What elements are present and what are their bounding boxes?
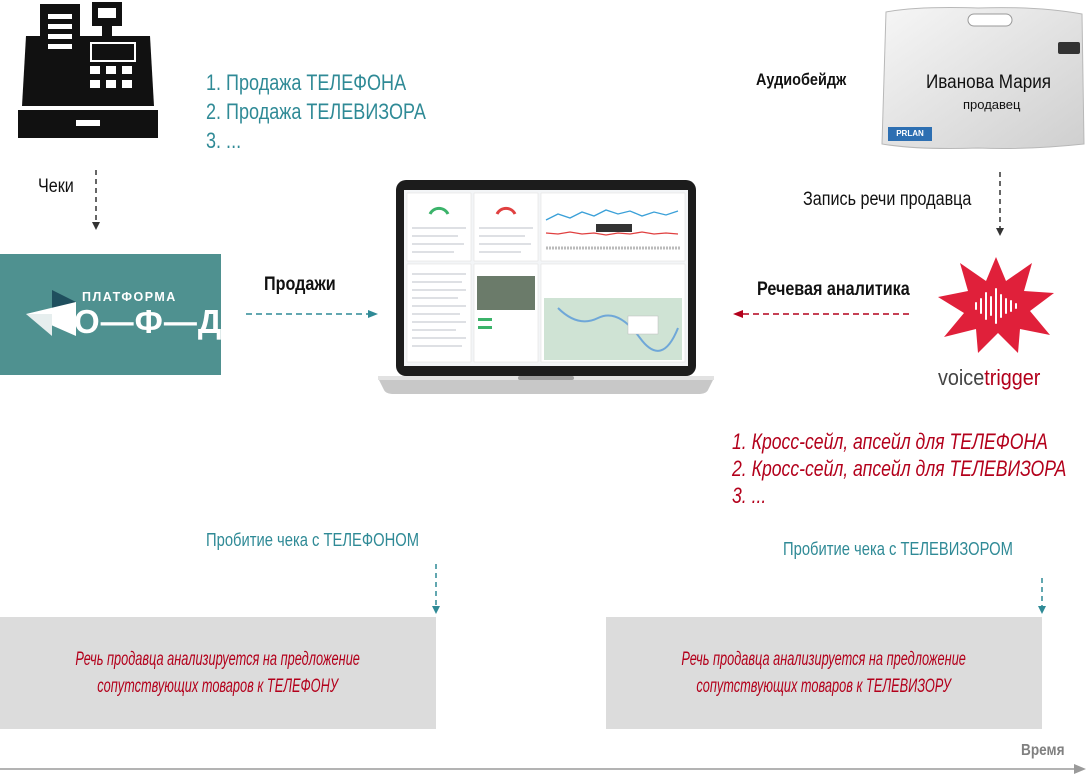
sales-list-item: 2. Продажа ТЕЛЕВИЗОРА — [206, 99, 426, 124]
checks-label: Чеки — [38, 176, 74, 197]
voicetrigger-burst-icon — [938, 257, 1054, 353]
checks-arrow — [92, 170, 100, 230]
tv-analysis-box: Речь продавца анализируется на предложен… — [606, 617, 1042, 729]
audio-badge — [881, 7, 1085, 149]
check-tv-arrow — [1038, 578, 1046, 614]
ofd-big-text: О—Ф—Д — [74, 303, 223, 340]
cross-sell-list: 1. Кросс-сейл, апсейл для ТЕЛЕФОНА 2. Кр… — [732, 428, 1088, 509]
time-axis — [0, 764, 1086, 774]
sales-list-item: 1. Продажа ТЕЛЕФОНА — [206, 70, 407, 95]
tv-analysis-line: сопутствующих товаров к ТЕЛЕВИЗОРУ — [696, 676, 952, 697]
speech-analytics-arrow — [733, 310, 909, 318]
voicetrigger-logo: voicetrigger — [938, 365, 1040, 391]
speech-record-arrow — [996, 172, 1004, 236]
sales-label: Продажи — [264, 274, 336, 295]
speech-analytics-label: Речевая аналитика — [757, 279, 910, 300]
tv-analysis-line: Речь продавца анализируется на предложен… — [681, 649, 967, 670]
ofd-triangle-icon — [26, 290, 76, 336]
time-label: Время — [1021, 742, 1065, 759]
audiobadge-label: Аудиобейдж — [756, 70, 847, 89]
sales-arrow — [246, 310, 378, 318]
badge-brand: PRLAN — [888, 127, 932, 141]
sales-list: 1. Продажа ТЕЛЕФОНА 2. Продажа ТЕЛЕВИЗОР… — [206, 68, 474, 155]
speech-record-label: Запись речи продавца — [803, 189, 972, 210]
badge-name: Иванова Мария — [926, 72, 1052, 93]
laptop-dashboard — [378, 180, 714, 394]
cross-sell-item: 2. Кросс-сейл, апсейл для ТЕЛЕВИЗОРА — [732, 456, 1067, 481]
voicetrigger-trigger: trigger — [984, 365, 1041, 390]
badge-role: продавец — [963, 97, 1021, 112]
phone-analysis-box: Речь продавца анализируется на предложен… — [0, 617, 436, 729]
ofd-small-text: ПЛАТФОРМА — [82, 290, 177, 304]
check-phone-arrow — [432, 564, 440, 614]
check-tv-label: Пробитие чека с ТЕЛЕВИЗОРОМ — [783, 539, 1013, 559]
phone-analysis-line: Речь продавца анализируется на предложен… — [75, 649, 361, 670]
sales-list-item: 3. ... — [206, 128, 242, 153]
phone-analysis-line: сопутствующих товаров к ТЕЛЕФОНУ — [97, 676, 339, 697]
cash-register-icon — [18, 2, 158, 138]
cross-sell-item: 3. ... — [732, 483, 767, 508]
voicetrigger-voice: voice — [938, 365, 985, 390]
check-phone-label: Пробитие чека с ТЕЛЕФОНОМ — [206, 530, 420, 550]
cross-sell-item: 1. Кросс-сейл, апсейл для ТЕЛЕФОНА — [732, 429, 1048, 454]
